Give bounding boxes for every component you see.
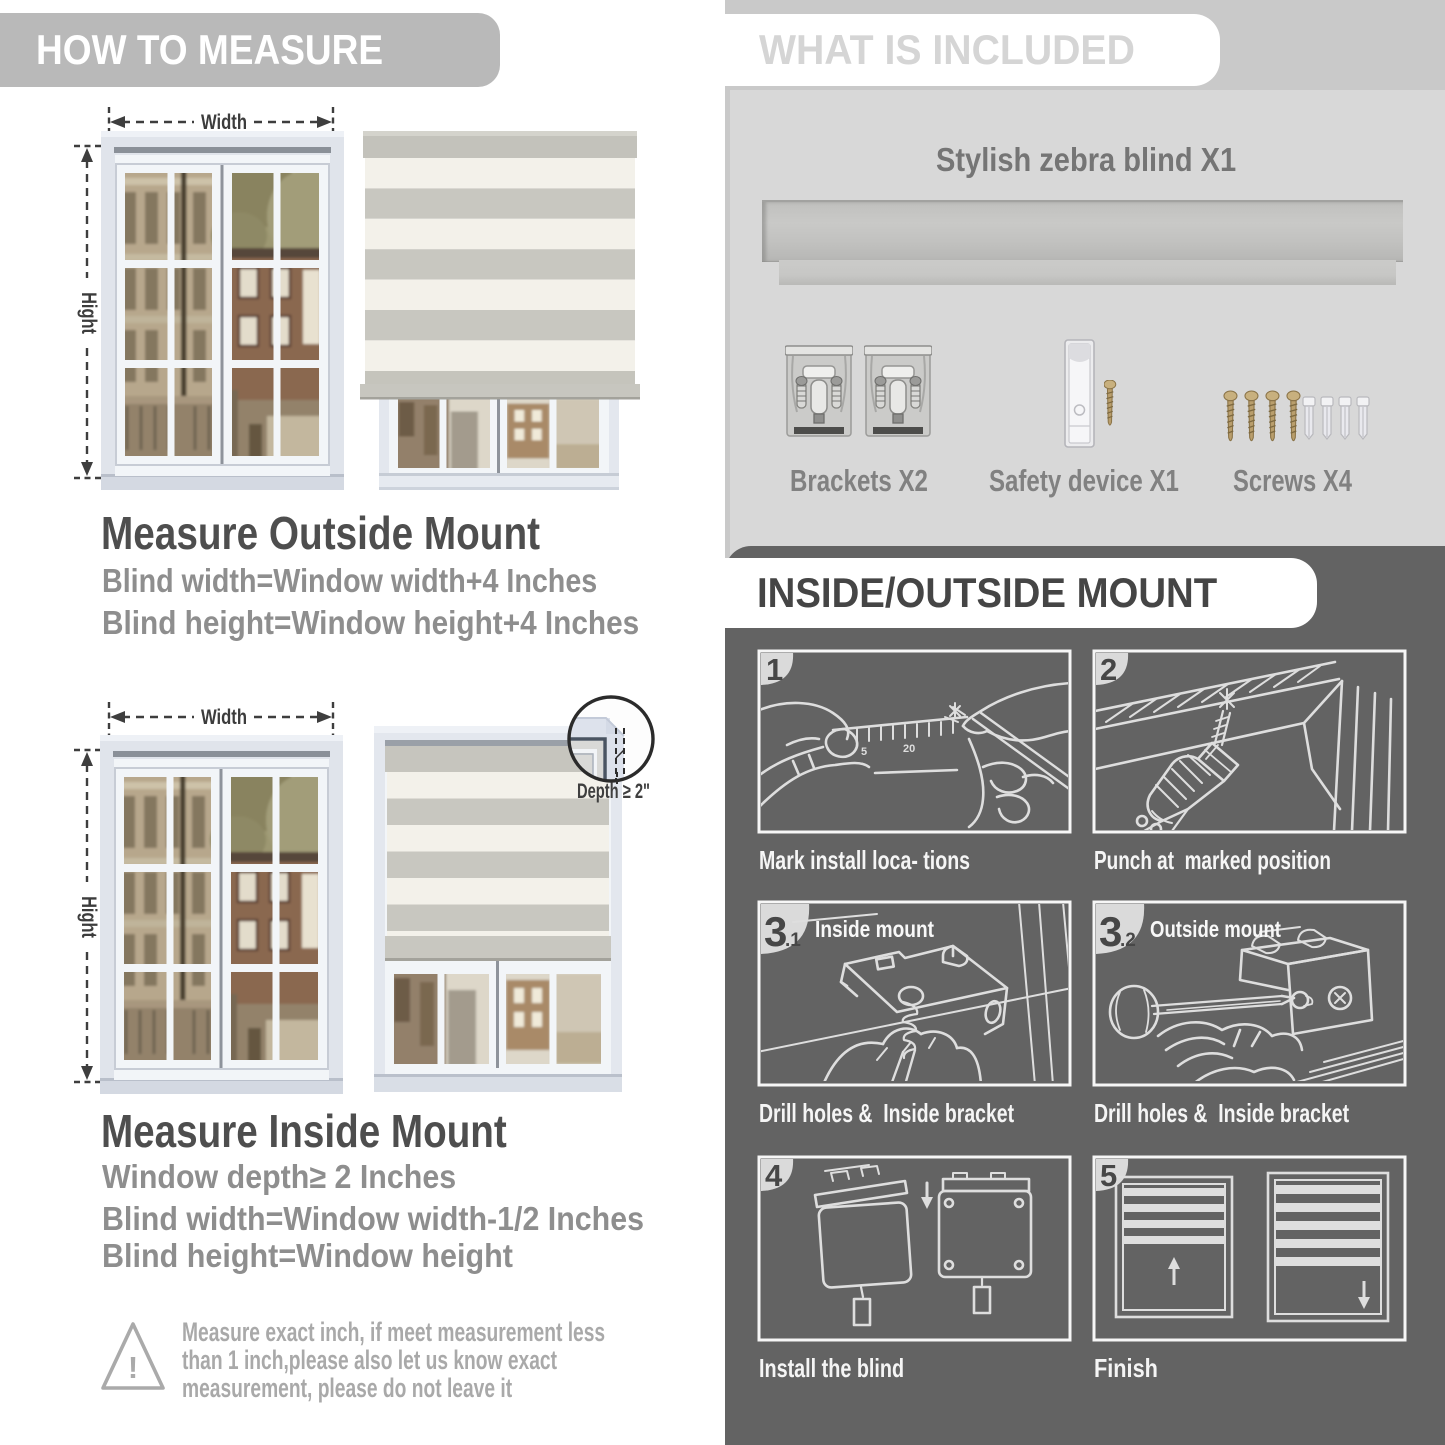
svg-text:Width: Width <box>201 706 247 729</box>
svg-text:1: 1 <box>766 652 783 687</box>
svg-text:Inside mount: Inside mount <box>815 916 934 942</box>
svg-text:Width: Width <box>201 111 247 134</box>
svg-text:.1: .1 <box>785 930 801 951</box>
svg-text:4: 4 <box>765 1158 783 1193</box>
svg-text:Outside mount: Outside mount <box>1150 916 1281 942</box>
svg-text:3: 3 <box>764 908 787 955</box>
svg-text:2: 2 <box>1100 652 1117 687</box>
svg-text:!: ! <box>128 1350 138 1385</box>
svg-text:3: 3 <box>1099 908 1122 955</box>
svg-text:5: 5 <box>1100 1158 1117 1193</box>
svg-text:20: 20 <box>903 743 915 755</box>
svg-text:.2: .2 <box>1120 930 1136 951</box>
svg-text:5: 5 <box>861 746 867 758</box>
